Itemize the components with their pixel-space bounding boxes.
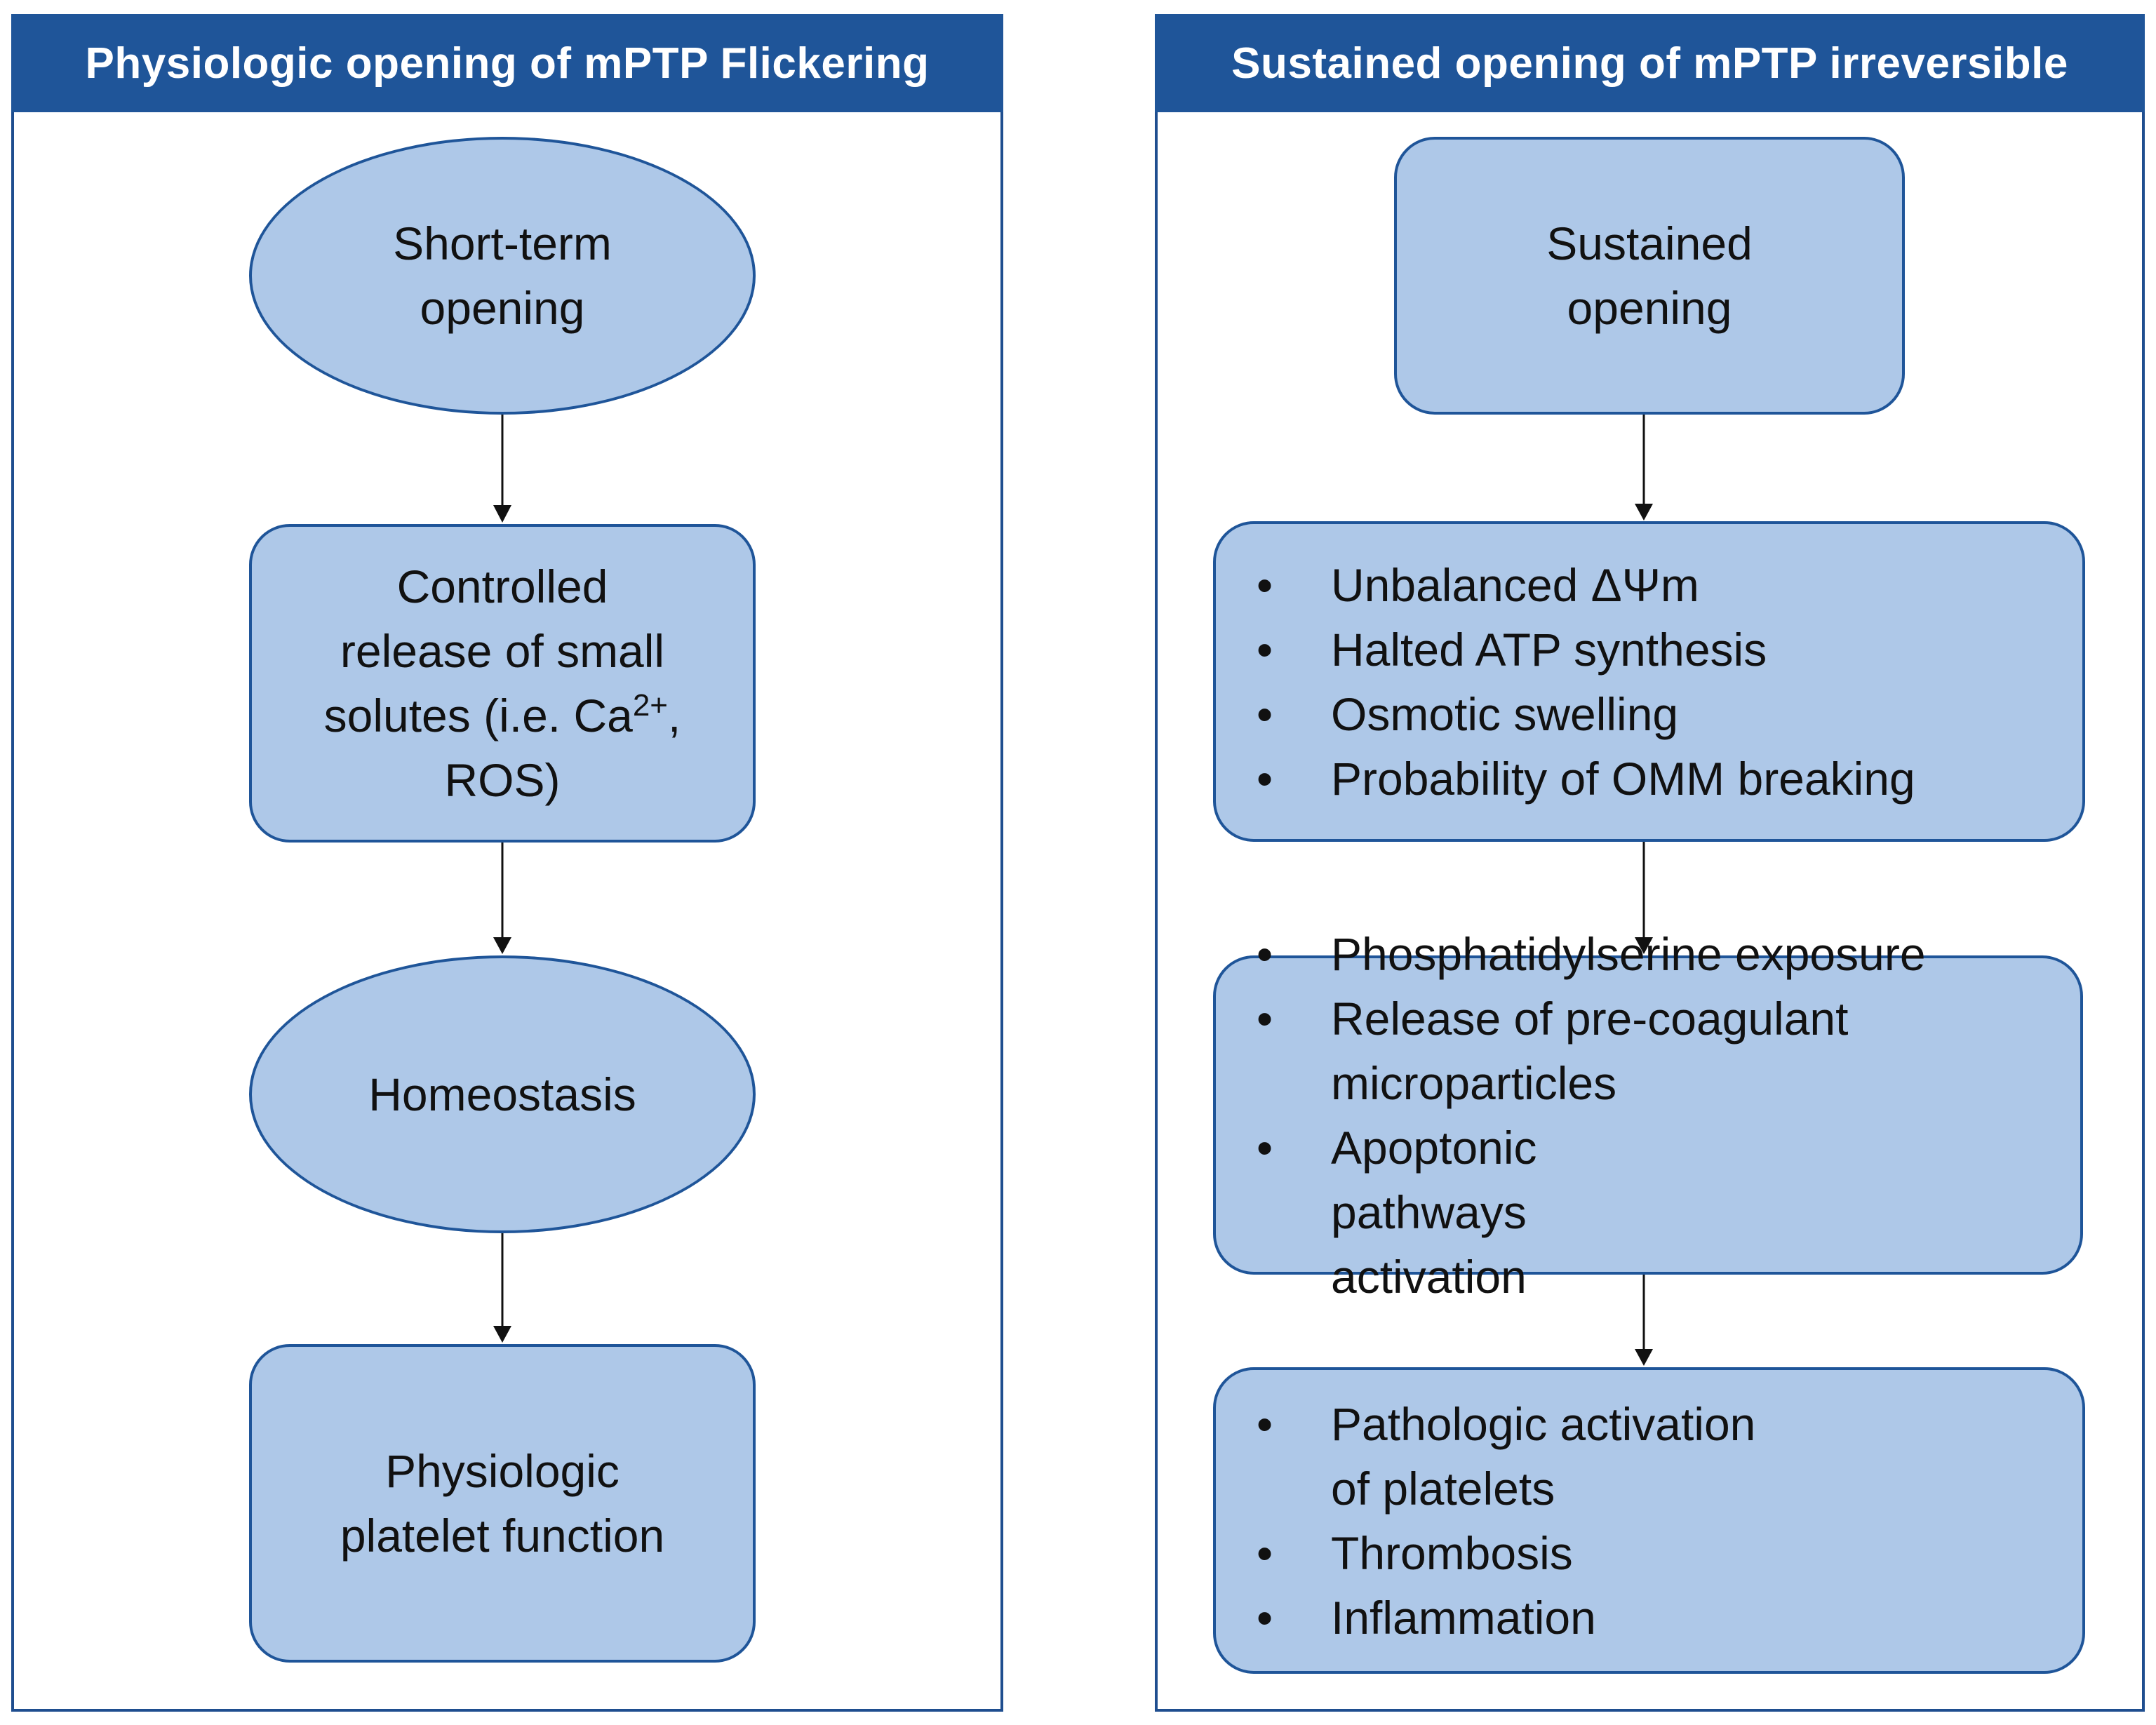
node-text-part: , [668,690,681,741]
node-text-line: Controlled [396,561,608,612]
list-item: Unbalanced ΔΨm [1216,553,2082,617]
cell-effects-list: Phosphatidylserine exposure Release of p… [1216,922,2080,1309]
controlled-release-node: Controlled release of small solutes (i.e… [249,524,756,843]
list-item: Phosphatidylserine exposure [1216,922,2066,986]
mitochondrial-effects-list: Unbalanced ΔΨm Halted ATP synthesis Osmo… [1216,553,2082,811]
node-text-line: ROS) [444,754,561,806]
short-term-opening-node: Short-term opening [249,137,756,415]
cell-effects-node: Phosphatidylserine exposure Release of p… [1213,922,2083,1303]
left-panel-title: Physiologic opening of mPTP Flickering [11,14,1003,112]
node-text-line: Homeostasis [368,1068,636,1120]
node-text-line: opening [420,282,585,334]
node-text-line: opening [1567,282,1732,334]
arrow-mitochondrial-to-cell [1635,842,1653,954]
list-item: Inflammation [1216,1585,2082,1650]
arrow-sustained-to-mitochondrial [1635,415,1653,521]
arrow-homeostasis-to-platelet-function [493,1233,511,1343]
list-item: Release of pre-coagulant microparticles [1216,986,2066,1115]
list-item: Pathologic activation of platelets [1216,1392,2082,1521]
superscript-charge: 2+ [632,688,668,723]
list-item: Apoptonic pathways activation [1216,1115,2066,1309]
physiologic-platelet-function-node: Physiologic platelet function [249,1344,756,1663]
sustained-opening-node: Sustained opening [1394,137,1905,415]
node-text-line: Sustained [1546,217,1753,269]
arrow-short-term-to-controlled [493,415,511,523]
platelet-outcomes-node: Pathologic activation of platelets Throm… [1213,1367,2085,1674]
node-text-line: release of small [340,625,665,677]
list-item: Osmotic swelling [1216,682,2082,746]
node-text-line: Short-term [393,217,612,269]
mitochondrial-effects-node: Unbalanced ΔΨm Halted ATP synthesis Osmo… [1213,521,2085,842]
node-text-part: solutes (i.e. Ca [323,690,633,741]
homeostasis-node: Homeostasis [249,955,756,1233]
list-item: Thrombosis [1216,1521,2082,1585]
list-item: Probability of OMM breaking [1216,746,2082,811]
node-text-line: Physiologic [385,1445,620,1497]
arrow-controlled-to-homeostasis [493,843,511,954]
list-item: Halted ATP synthesis [1216,617,2082,682]
node-text-line: solutes (i.e. Ca2+, [324,683,681,748]
right-panel-title: Sustained opening of mPTP irreversible [1155,14,2145,112]
platelet-outcomes-list: Pathologic activation of platelets Throm… [1216,1392,2082,1650]
arrow-cell-to-platelet-outcomes [1635,1275,1653,1366]
node-text-line: platelet function [340,1510,665,1562]
